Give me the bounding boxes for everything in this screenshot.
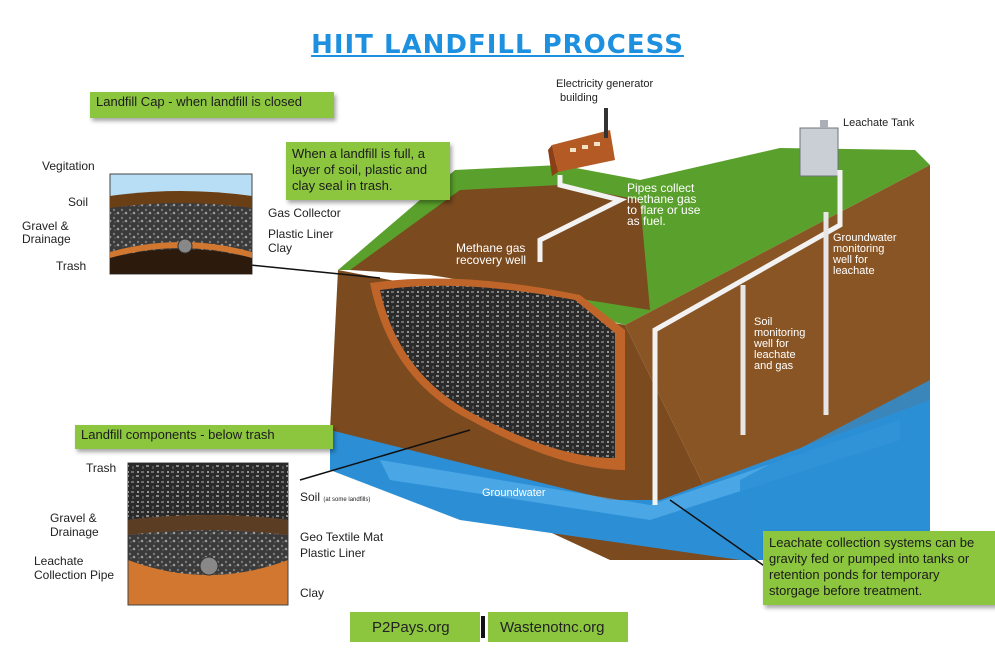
- label-soilmon-2: monitoring: [754, 327, 806, 339]
- label-soilmon-3: well for: [754, 338, 789, 350]
- label-pipes-3: to flare or use: [627, 203, 701, 217]
- label-gas-collector: Gas Collector: [268, 206, 341, 220]
- label-cap-clay: Clay: [268, 241, 293, 255]
- footer-wastenotnc-link[interactable]: Wastenotnc.org: [500, 619, 605, 636]
- label-gw-2: monitoring: [833, 243, 885, 255]
- leachate-tank: [799, 127, 839, 177]
- label-bottom-clay: Clay: [300, 586, 325, 600]
- label-methane-2: recovery well: [456, 253, 527, 267]
- full-box: When a landfill is full, a layer of soil…: [286, 142, 450, 200]
- footer-bar-left: [350, 612, 480, 642]
- label-vegetation: Vegitation: [42, 159, 95, 173]
- label-geo-textile: Geo Textile Mat: [300, 530, 384, 544]
- label-bottom-plastic-liner: Plastic Liner: [300, 546, 366, 560]
- cap-box: Landfill Cap - when landfill is closed: [90, 92, 334, 118]
- label-soilmon-5: and gas: [754, 360, 794, 372]
- label-gw-4: leachate: [833, 265, 875, 277]
- label-building: building: [560, 92, 598, 104]
- cap-box-text: Landfill Cap - when landfill is closed: [96, 94, 302, 109]
- cap-inset: [109, 173, 253, 275]
- label-bottom-gravel: Gravel &: [50, 511, 97, 525]
- label-cap-trash: Trash: [56, 259, 87, 273]
- label-gw-1: Groundwater: [833, 232, 897, 244]
- footer-p2pays-link[interactable]: P2Pays.org: [372, 619, 450, 636]
- label-pipes-2: methane gas: [627, 192, 697, 206]
- label-pipes-4: as fuel.: [627, 214, 666, 228]
- label-soilmon-4: leachate: [754, 349, 796, 361]
- footer-bar-right: [488, 612, 628, 642]
- label-collection-pipe: Collection Pipe: [34, 568, 115, 582]
- label-leachate-tank: Leachate Tank: [843, 117, 915, 129]
- label-leachate: Leachate: [34, 554, 84, 568]
- components-box: Landfill components - below trash: [75, 425, 333, 449]
- leachate-pipe: [652, 170, 843, 505]
- label-bottom-soil-text: Soil: [300, 490, 321, 504]
- page-title: HIIT LANDFILL PROCESS: [311, 30, 684, 60]
- label-electricity: Electricity generator: [556, 78, 654, 90]
- label-bottom-drainage: Drainage: [50, 525, 99, 539]
- landfill-trash: [380, 285, 615, 458]
- chimney: [604, 108, 608, 138]
- label-cap-plastic-liner: Plastic Liner: [268, 227, 334, 241]
- label-groundwater: Groundwater: [482, 487, 546, 499]
- label-pipes-1: Pipes collect: [627, 181, 695, 195]
- label-soil-note: (at some landfills): [323, 497, 371, 503]
- leachate-systems-text: Leachate collection systems can be gravi…: [769, 535, 975, 598]
- generator-building: [552, 130, 615, 172]
- methane-pipe: [537, 175, 628, 262]
- leachate-systems-box: Leachate collection systems can be gravi…: [763, 531, 995, 605]
- groundwater-highlight: [380, 420, 900, 520]
- label-soilmon-1: Soil: [754, 316, 773, 328]
- brown-top-area: [350, 185, 650, 310]
- label-cap-drainage: Drainage: [22, 232, 71, 246]
- water-side: [740, 380, 930, 560]
- bottom-inset: [127, 462, 289, 606]
- full-box-text: When a landfill is full, a layer of soil…: [292, 146, 428, 193]
- label-cap-soil: Soil: [68, 195, 89, 209]
- label-bottom-soil: Soil (at some landfills): [300, 491, 370, 507]
- label-methane-1: Methane gas: [456, 241, 526, 255]
- label-gw-3: well for: [833, 254, 868, 266]
- label-cap-gravel: Gravel &: [22, 219, 69, 233]
- label-bottom-trash: Trash: [86, 461, 117, 475]
- components-box-text: Landfill components - below trash: [81, 427, 275, 442]
